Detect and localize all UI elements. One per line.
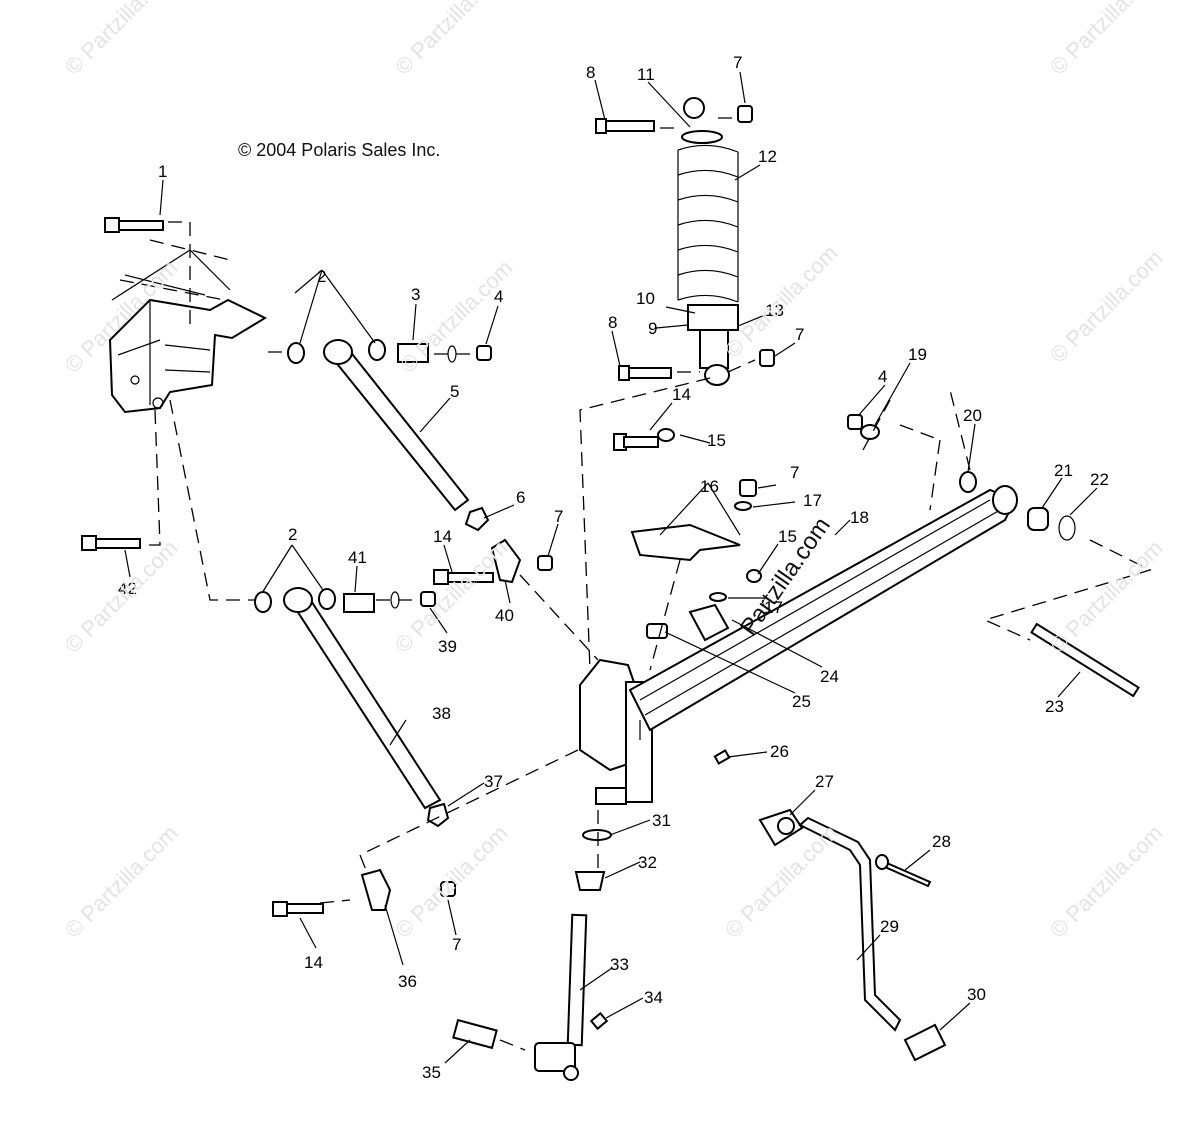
callout-28: 28 [932,832,951,851]
callout-38: 38 [432,704,451,723]
callout-11: 11 [637,65,655,84]
callout-19: 19 [908,345,927,364]
callout-3: 3 [411,285,420,304]
callout-7-shock: 7 [795,325,804,344]
callout-17-upper: 17 [803,491,822,510]
shock-absorber [595,97,775,386]
callout-37: 37 [484,772,503,791]
callout-41: 41 [348,548,367,567]
callout-40: 40 [495,606,514,625]
callout-10: 10 [636,289,655,308]
bolt-42 [81,535,141,551]
callout-7-top: 7 [733,53,742,72]
callout-7-mid: 7 [790,463,799,482]
callout-25: 25 [792,692,811,711]
callout-2-lower: 2 [288,525,297,544]
callout-22: 22 [1090,470,1109,489]
callout-8-bottom: 8 [608,313,617,332]
callout-32: 32 [638,853,657,872]
callout-5: 5 [450,382,459,401]
callout-30: 30 [967,985,986,1004]
callout-34: 34 [644,988,663,1007]
callout-12: 12 [758,147,777,166]
callout-2-upper: 2 [317,267,326,286]
callout-9: 9 [648,319,657,338]
callout-31: 31 [652,811,671,830]
callout-6: 6 [516,488,525,507]
upper-a-arm [287,339,492,532]
leader-lines [124,71,1098,1064]
callout-26: 26 [770,742,789,761]
bracket-16 [613,428,762,642]
callout-7-balljoint: 7 [554,507,563,526]
trailing-arm [628,414,1140,740]
bolt-1 [104,217,164,233]
callout-23: 23 [1045,697,1064,716]
callout-8-top: 8 [586,63,595,82]
lower-a-arm [254,587,450,828]
callout-27: 27 [815,772,834,791]
callout-4-left: 4 [494,287,503,306]
callout-35: 35 [422,1063,441,1082]
callout-21: 21 [1054,461,1073,480]
callout-labels: 1 2 2 3 4 4 5 6 7 7 7 7 7 8 8 9 10 11 12… [118,53,1109,1082]
callout-7-bottom: 7 [452,935,461,954]
callout-29: 29 [880,917,899,936]
callout-4-right: 4 [878,367,887,386]
callout-16: 16 [700,477,719,496]
brake-pedal-assembly [758,808,947,1062]
callout-36: 36 [398,972,417,991]
callout-39: 39 [438,637,457,656]
callout-33: 33 [610,955,629,974]
ball-joint-40 [433,538,553,585]
callout-15-upper: 15 [707,431,726,450]
callout-14-lower: 14 [304,953,323,972]
callout-15-lower: 15 [778,527,797,546]
spindle-assembly [452,658,731,1081]
callout-17-lower: 17 [764,598,783,617]
copyright-notice: © 2004 Polaris Sales Inc. [238,140,441,160]
callout-18: 18 [850,508,869,527]
callout-14-upper: 14 [672,385,691,404]
callout-42: 42 [118,579,137,598]
callout-1: 1 [158,162,167,181]
ball-joint-36 [272,868,456,917]
frame-bracket [108,249,268,414]
callout-13: 13 [765,301,784,320]
callout-20: 20 [963,406,982,425]
callout-14-mid: 14 [433,527,452,546]
callout-24: 24 [820,667,839,686]
assembly-lines [119,117,1152,1051]
